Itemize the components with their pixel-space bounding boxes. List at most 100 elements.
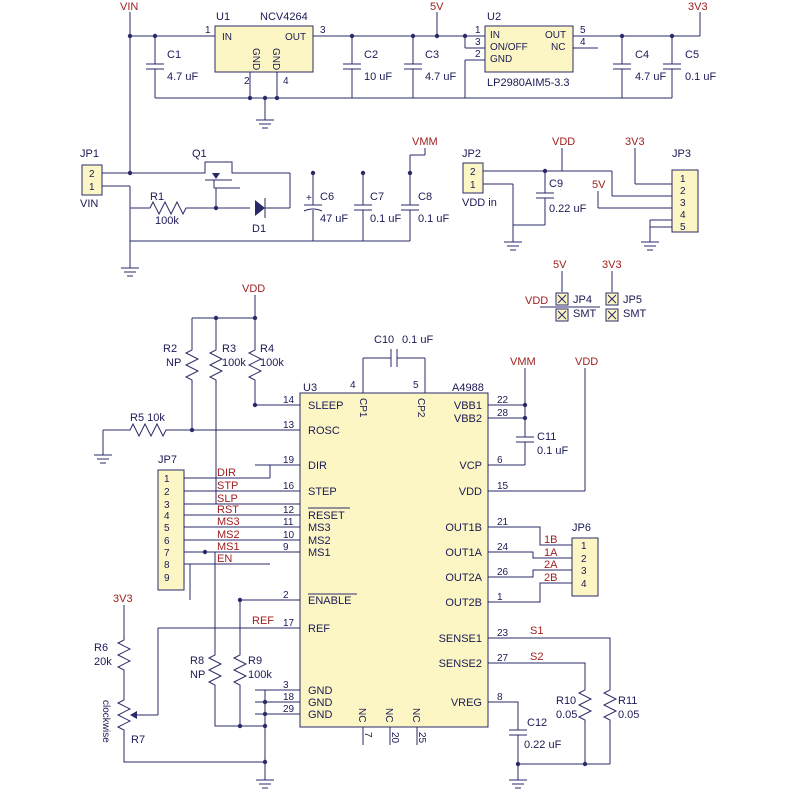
u3-pin-name: REF [308, 623, 330, 635]
r8-value: NP [190, 669, 205, 681]
vin-label: VIN [120, 1, 138, 13]
u3-pin-name: VCP [459, 460, 482, 472]
jp7-pin-number: 3 [164, 500, 170, 511]
r11-value: 0.05 [618, 709, 639, 721]
5v-label: 5V [430, 1, 444, 13]
r2-value: NP [166, 357, 181, 369]
u3-pin-number: 15 [497, 481, 509, 492]
jp6-ref: JP6 [572, 522, 591, 534]
c10-ref: C10 [374, 334, 394, 346]
u3-pin-number: 10 [283, 530, 295, 541]
u3-pin-number: 23 [497, 628, 509, 639]
r1-value: 100k [155, 215, 179, 227]
jp1-pin1: 1 [89, 182, 95, 193]
jp7-net-label: MS2 [217, 529, 240, 541]
u3-pin-number: 17 [283, 618, 295, 629]
jp6-pin-number: 2 [581, 554, 587, 565]
jp6-net-label: 2B [544, 572, 557, 584]
u2-pin1: 1 [475, 25, 481, 36]
u3-ic [299, 392, 489, 728]
u3-pin-number: 18 [283, 692, 295, 703]
5v-label-smt: 5V [553, 259, 567, 271]
u3-pin-name: VREG [451, 697, 482, 709]
a4988-section: U3 A4988 SLEEP14ROSC13DIR19STEP16RESET12… [94, 283, 639, 789]
u3-pin-cp2: CP2 [415, 398, 426, 418]
jp6-pin-number: 4 [581, 579, 587, 590]
c9-value: 0.22 uF [549, 203, 587, 215]
u2-pin-out: OUT [545, 30, 566, 41]
c7-ref: C7 [370, 191, 384, 203]
d1-zener-icon [255, 200, 265, 216]
u2-pin-in: IN [490, 30, 500, 41]
u2-pin5: 5 [580, 25, 586, 36]
u3-pin-name: MS3 [308, 522, 331, 534]
jp3-header [671, 169, 699, 233]
c10-value: 0.1 uF [402, 334, 433, 346]
u3-pin-name: RESET [308, 510, 345, 522]
jp1-pin2: 2 [89, 169, 95, 180]
u2-pin4: 4 [580, 37, 586, 48]
u3-pin-number: 13 [283, 420, 295, 431]
c7-value: 0.1 uF [370, 213, 401, 225]
u1-pin-gnd-a: GND [250, 48, 261, 70]
jp7-pin-number: 9 [164, 573, 170, 584]
jp2-pin1: 1 [470, 180, 476, 191]
r9-value: 100k [248, 669, 272, 681]
jp7-net-label: EN [217, 553, 232, 565]
u3-pin-number: 2 [283, 590, 289, 601]
u1-pin1: 1 [205, 25, 211, 36]
u3-nc-number: 25 [416, 732, 427, 744]
u2-pin2: 2 [475, 49, 481, 60]
5v-label-jp3: 5V [592, 179, 606, 191]
u1-pin3: 3 [320, 25, 326, 36]
vdd-label-r: VDD [242, 283, 265, 295]
u2-pin-nc: NC [551, 42, 565, 53]
c1-value: 4.7 uF [167, 71, 198, 83]
u3-pin-name: GND [308, 709, 333, 721]
jp7-net-label: RST [217, 504, 239, 516]
u3-ref: U3 [303, 382, 317, 394]
c11-value: 0.1 uF [537, 445, 568, 457]
jp4-ref: JP4 [573, 294, 592, 306]
c8-ref: C8 [418, 191, 432, 203]
r6-value: 20k [94, 656, 112, 668]
jp7-pin-number: 8 [164, 560, 170, 571]
jp4-type: SMT [573, 308, 597, 320]
u3-pin-number: 22 [497, 395, 509, 406]
c6-ref: C6 [320, 191, 334, 203]
jp7-net-label: SLP [217, 493, 238, 505]
u3-pin-number: 14 [283, 395, 295, 406]
u3-part: A4988 [452, 382, 484, 394]
c12-value: 0.22 uF [524, 739, 562, 751]
3v3-label-jp3: 3V3 [625, 136, 645, 148]
u3-nc-name: NC [356, 708, 367, 722]
u3-pin-number: 26 [497, 567, 509, 578]
u2-ic [484, 25, 574, 73]
u3-pin-number: 9 [283, 542, 289, 553]
u3-pin-number: 27 [497, 653, 509, 664]
r2-ref: R2 [163, 343, 177, 355]
c3-ref: C3 [425, 49, 439, 61]
d1-ref: D1 [252, 223, 266, 235]
u3-pin-name: GND [308, 685, 333, 697]
c11-ref: C11 [537, 431, 556, 443]
vmm-label-u3: VMM [510, 356, 536, 368]
u2-pin-onoff: ON/OFF [490, 42, 528, 53]
u3-pin-name: OUT2B [445, 597, 482, 609]
u1-pin2: 2 [244, 76, 250, 87]
u3-pin-name: ROSC [308, 425, 340, 437]
u3-pin4: 4 [350, 380, 356, 391]
c1-ref: C1 [167, 49, 181, 61]
jp3-pin2: 2 [680, 186, 686, 197]
jp6-net-label: 2A [544, 559, 558, 571]
u2-ref: U2 [487, 11, 501, 23]
jp7-pin-number: 7 [164, 548, 170, 559]
reverse-protection-section: JP1 2 1 VIN Q1 R1 100k D1 + C6 47 uF [80, 136, 449, 277]
jp7-pin-number: 4 [164, 511, 170, 522]
u3-pin-number: 8 [497, 692, 503, 703]
u2-pin-gnd: GND [490, 54, 512, 65]
u3-pin5: 5 [413, 380, 419, 391]
s1-net-label: S1 [530, 625, 543, 637]
3v3-label-r6: 3V3 [113, 593, 133, 605]
jp3-pin4: 4 [680, 210, 686, 221]
